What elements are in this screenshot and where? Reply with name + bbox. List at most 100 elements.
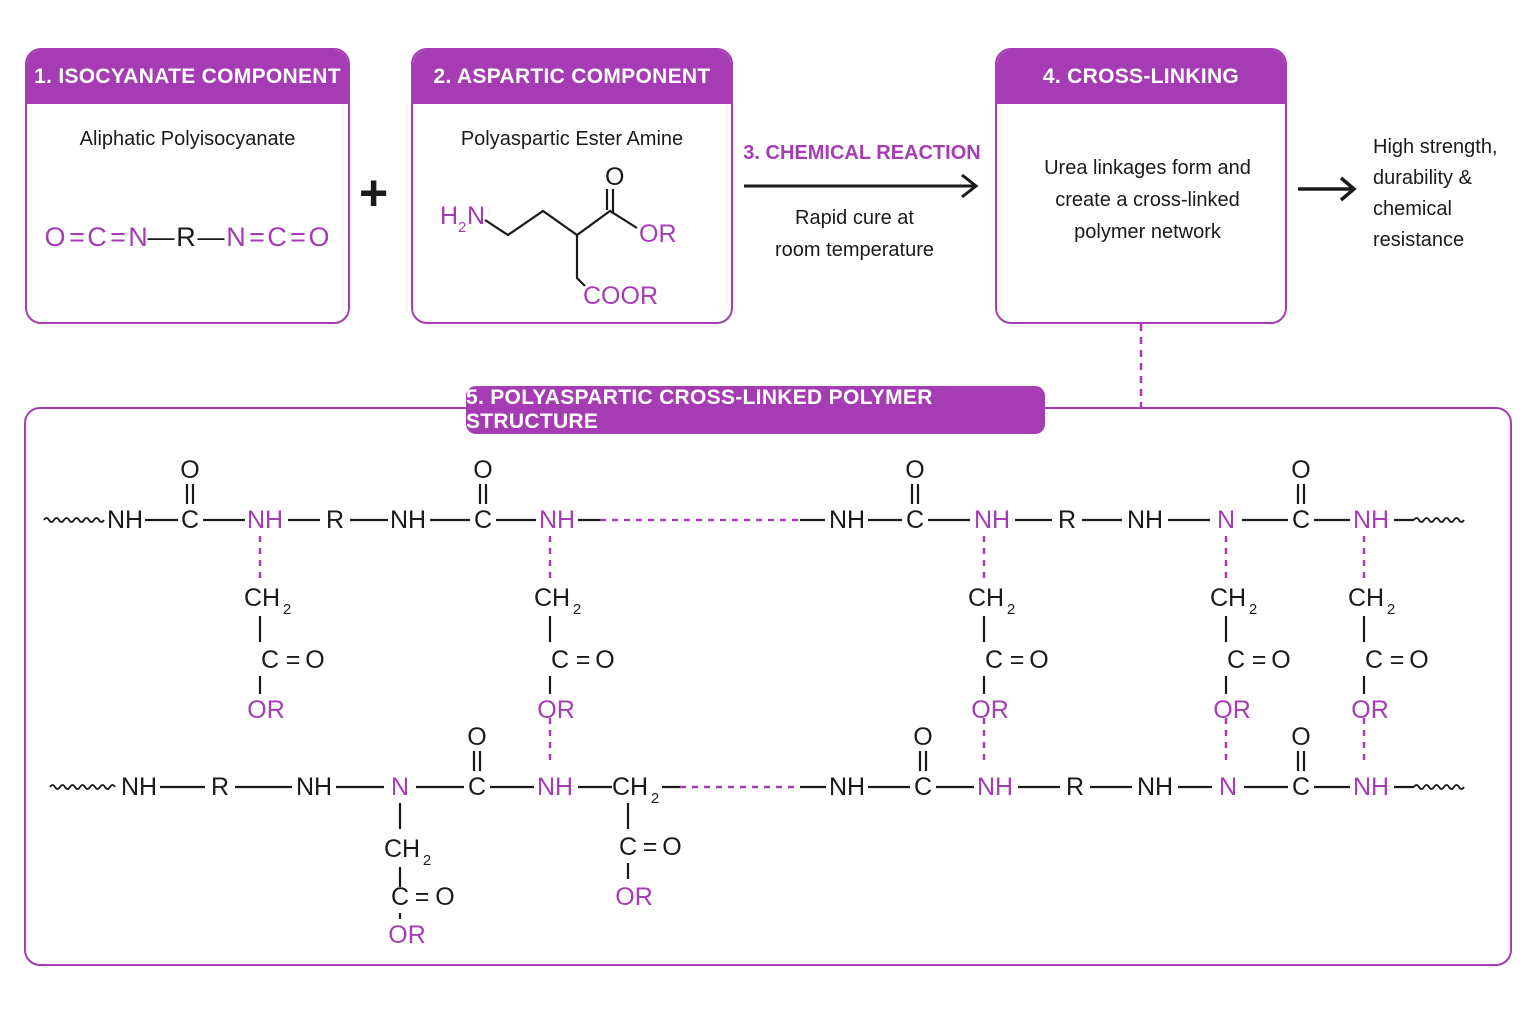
amine-sub: 2: [458, 219, 466, 236]
ch2-subscript: 2: [651, 790, 659, 807]
aspartic-structure: H 2 N O OR COOR: [440, 163, 677, 310]
ch2-subscript: 2: [1387, 601, 1395, 618]
carbonyl-oxygen: O: [1291, 456, 1310, 484]
aspartic-card-subtitle: Polyaspartic Ester Amine: [460, 128, 684, 150]
chain2-nh: NH: [296, 773, 332, 801]
side-ester-or: OR: [615, 883, 653, 911]
side-chain-bond: [575, 235, 586, 287]
aspartic-card: 2. ASPARTIC COMPONENT Polyaspartic Ester…: [411, 48, 733, 324]
aspartic-card-title: 2. ASPARTIC COMPONENT: [413, 50, 731, 104]
side-carbon: C: [551, 646, 569, 674]
chain1-wave-left: [43, 517, 105, 523]
side-oxygen: O: [305, 646, 324, 674]
chain1-nh-urea: NH: [1353, 506, 1389, 534]
crosslinking-line-2: create a cross-linked: [1055, 189, 1240, 211]
crosslinking-description: Urea linkages form and create a cross-li…: [1010, 152, 1285, 248]
chain1-wave-right: [1413, 517, 1465, 523]
chain1-c: C: [181, 506, 199, 534]
chain1-nh-urea: NH: [539, 506, 575, 534]
side-double-bond: =: [1010, 646, 1025, 674]
isocyanate-formula: O = C = N — R — N = C = O: [44, 222, 329, 252]
ester-or: OR: [639, 220, 677, 248]
chain1-nh: NH: [390, 506, 426, 534]
ch2-subscript: 2: [573, 601, 581, 618]
chain1-c: C: [1292, 506, 1310, 534]
reaction-line-2: room temperature: [775, 239, 934, 261]
side-oxygen: O: [662, 833, 681, 861]
side-carbon: C: [391, 883, 409, 911]
chain2-c: C: [1292, 773, 1310, 801]
result-arrow-icon: [1298, 176, 1357, 202]
side-double-bond: =: [286, 646, 301, 674]
ch2-subscript: 2: [1249, 601, 1257, 618]
carbonyl-oxygen: O: [1291, 723, 1310, 751]
side-oxygen: O: [595, 646, 614, 674]
chain2-wave-left: [49, 784, 116, 790]
side-carbon: C: [985, 646, 1003, 674]
chain1-nh: NH: [1127, 506, 1163, 534]
formula-bond: =: [110, 222, 126, 252]
result-line-4: resistance: [1373, 229, 1465, 251]
side-double-bond: =: [415, 883, 430, 911]
chain1-nh: NH: [107, 506, 143, 534]
side-ester-or: OR: [247, 696, 285, 724]
side-ester-or: OR: [388, 921, 426, 949]
formula-atom-n: N: [226, 222, 246, 252]
side-ch2: CH: [244, 584, 280, 612]
chain1-nh-urea: NH: [247, 506, 283, 534]
formula-atom-o: O: [44, 222, 65, 252]
chain1-nh-urea: NH: [974, 506, 1010, 534]
amine-n: N: [467, 202, 485, 230]
formula-bond: —: [148, 222, 175, 252]
chain2-nh-urea: NH: [1353, 773, 1389, 801]
side-double-bond: =: [1252, 646, 1267, 674]
isocyanate-card: 1. ISOCYANATE COMPONENT Aliphatic Polyis…: [25, 48, 350, 324]
chain2-n: N: [391, 773, 409, 801]
side-oxygen: O: [1029, 646, 1048, 674]
chain2-ch2: CH: [612, 773, 648, 801]
chain1-c: C: [474, 506, 492, 534]
chain2-r: R: [211, 773, 229, 801]
side-ch2: CH: [968, 584, 1004, 612]
reaction-line-1: Rapid cure at: [795, 207, 914, 229]
crosslinking-card: 4. CROSS-LINKING: [995, 48, 1287, 324]
formula-atom-c: C: [267, 222, 287, 252]
chain2-nh-urea: NH: [537, 773, 573, 801]
reaction-arrow-icon: [744, 173, 979, 199]
reaction-title: 3. CHEMICAL REACTION: [743, 142, 981, 164]
side-oxygen: O: [1271, 646, 1290, 674]
chain1-nh: NH: [829, 506, 865, 534]
crosslinking-card-title: 4. CROSS-LINKING: [997, 50, 1285, 104]
side-carbon: C: [1365, 646, 1383, 674]
result-text: High strength, durability & chemical res…: [1373, 132, 1523, 256]
amine-h: H: [440, 202, 458, 230]
structure-title: 5. POLYASPARTIC CROSS-LINKED POLYMER STR…: [466, 386, 1045, 434]
side-oxygen: O: [435, 883, 454, 911]
result-line-1: High strength,: [1373, 136, 1498, 158]
side-ch2: CH: [1348, 584, 1384, 612]
structure-panel: [24, 407, 1512, 966]
formula-bond: =: [249, 222, 265, 252]
side-double-bond: =: [1390, 646, 1405, 674]
side-ester-or: OR: [1213, 696, 1251, 724]
chain2-wave-right: [1413, 784, 1465, 790]
connector-dashed-line: [1139, 324, 1143, 408]
carbonyl-oxygen: O: [467, 723, 486, 751]
crosslinking-line-1: Urea linkages form and: [1044, 157, 1251, 179]
side-double-bond: =: [643, 833, 658, 861]
side-oxygen: O: [1409, 646, 1428, 674]
chain2-nh: NH: [1137, 773, 1173, 801]
carbonyl-oxygen: O: [180, 456, 199, 484]
side-ch2: CH: [384, 835, 420, 863]
chain1-c: C: [906, 506, 924, 534]
formula-atom-o: O: [308, 222, 329, 252]
result-line-2: durability &: [1373, 167, 1472, 189]
side-ester-or: OR: [537, 696, 575, 724]
formula-atom-c: C: [87, 222, 107, 252]
ch2-subscript: 2: [1007, 601, 1015, 618]
result-line-3: chemical: [1373, 198, 1452, 220]
side-ester-or: OR: [971, 696, 1009, 724]
formula-bond: =: [69, 222, 85, 252]
formula-bond: —: [198, 222, 225, 252]
